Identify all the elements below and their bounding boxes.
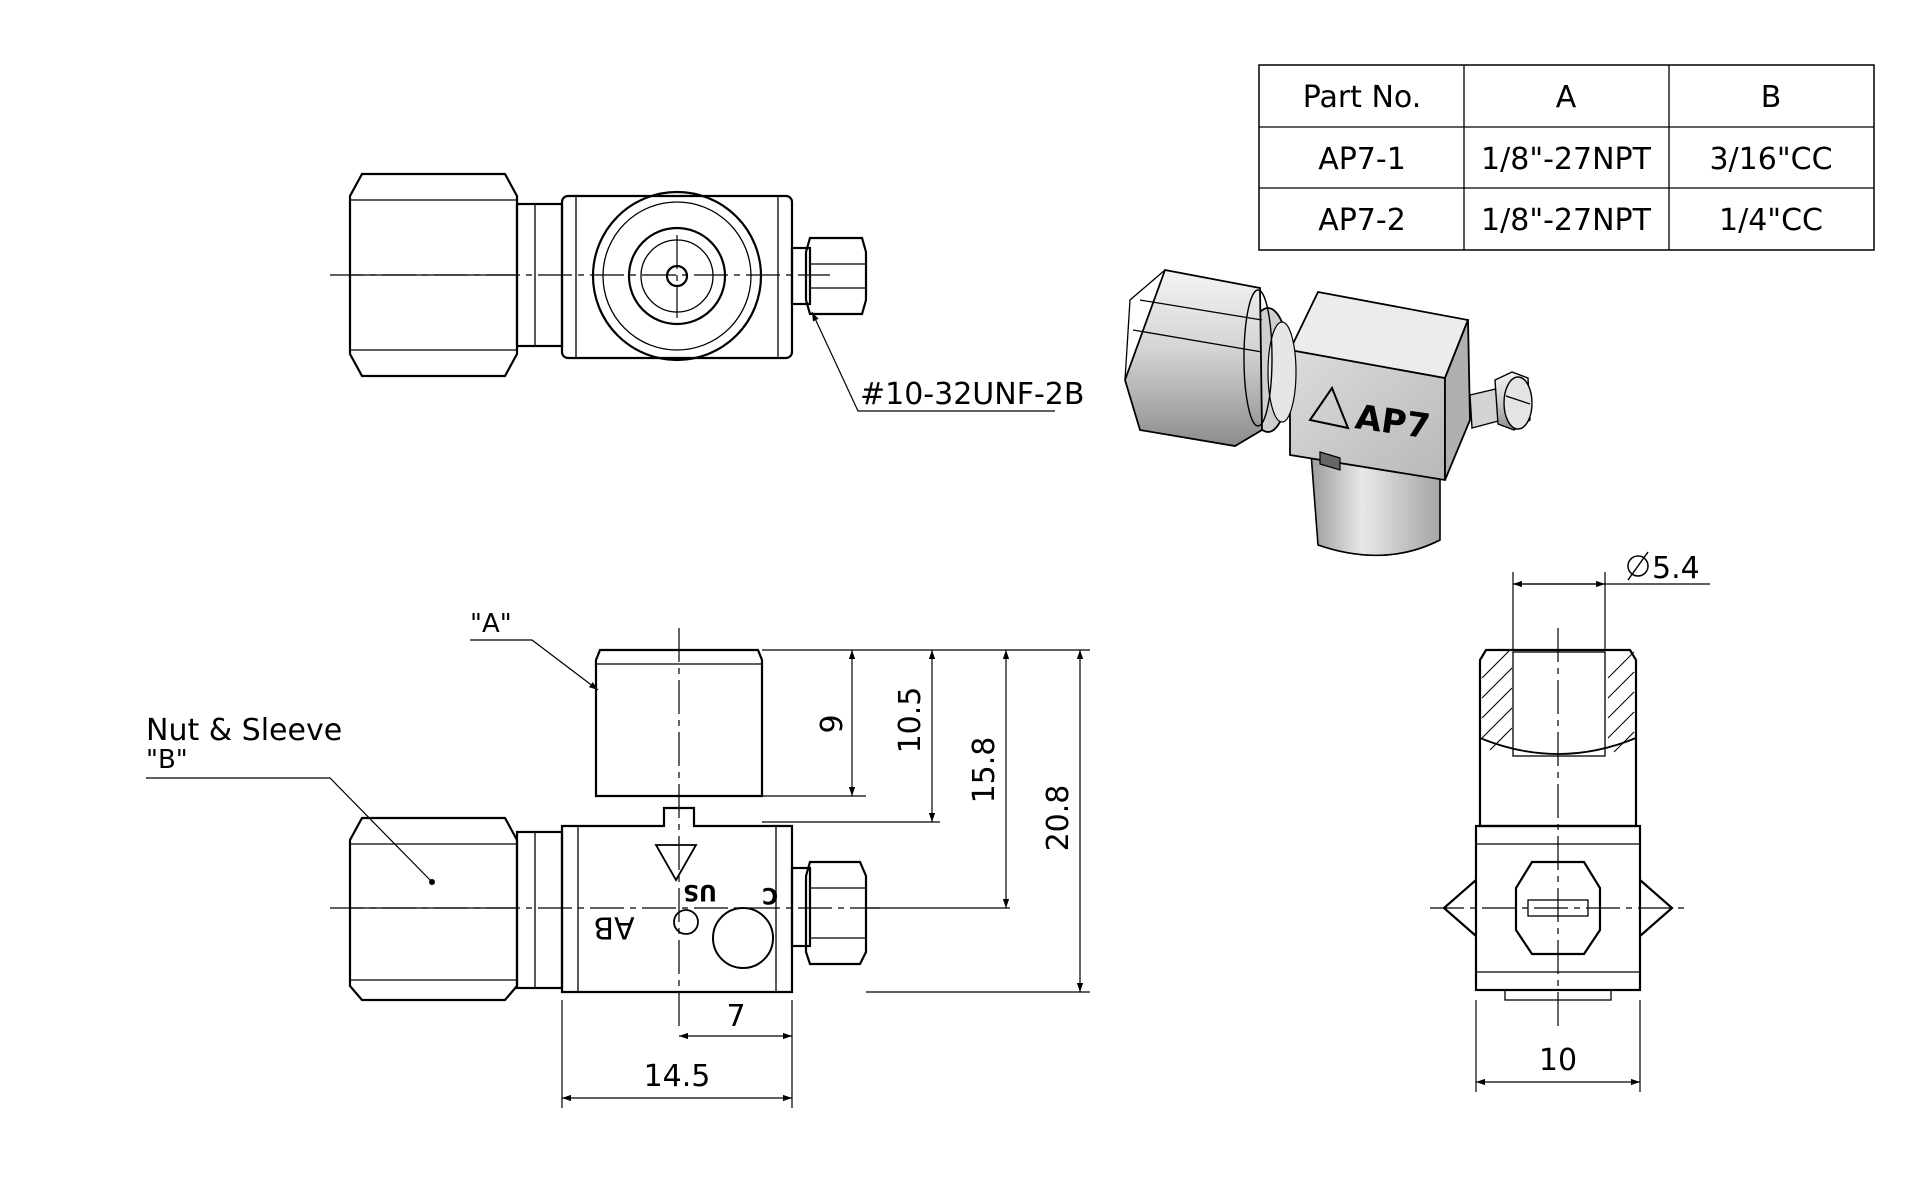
dim-14-5: 14.5 [644, 1059, 711, 1094]
front-view: US C AB "A" Nut & Sleeve "B" 9 10.5 15.8… [146, 609, 1090, 1108]
dim-20-8: 20.8 [1041, 785, 1076, 852]
part-number-table: Part No. A B AP7-1 1/8"-27NPT 3/16"CC AP… [1258, 64, 1875, 251]
top-view: #10-32UNF-2B [330, 172, 1084, 412]
table-header-b: B [1761, 80, 1782, 115]
table-cell: 1/4"CC [1719, 203, 1823, 238]
dim-15-8: 15.8 [967, 737, 1002, 804]
table-cell: 1/8"-27NPT [1481, 142, 1652, 177]
table-cell: AP7-2 [1318, 203, 1406, 238]
dim-10-5: 10.5 [893, 687, 928, 754]
nut-sleeve-callout: Nut & Sleeve [146, 713, 342, 748]
table-header-a: A [1556, 80, 1577, 115]
dim-10: 10 [1539, 1043, 1577, 1078]
side-mark-us: US [683, 879, 717, 904]
table-header-part-no: Part No. [1303, 80, 1422, 115]
dim-9: 9 [815, 714, 850, 733]
side-mark-ab: AB [593, 910, 634, 945]
dim-7: 7 [726, 999, 745, 1034]
isometric-view: AP7 [1124, 268, 1533, 557]
table-cell: AP7-1 [1318, 142, 1406, 177]
port-a-callout: "A" [470, 609, 512, 639]
table-cell: 3/16"CC [1709, 142, 1832, 177]
dim-diameter: 5.4 [1652, 551, 1700, 586]
thread-callout: #10-32UNF-2B [860, 377, 1084, 412]
side-view: 5.4 10 [1430, 551, 1710, 1092]
table-cell: 1/8"-27NPT [1481, 203, 1652, 238]
nut-sleeve-callout-b: "B" [146, 745, 188, 775]
section-hatching [1481, 649, 1635, 753]
side-mark-c: C [762, 882, 778, 907]
